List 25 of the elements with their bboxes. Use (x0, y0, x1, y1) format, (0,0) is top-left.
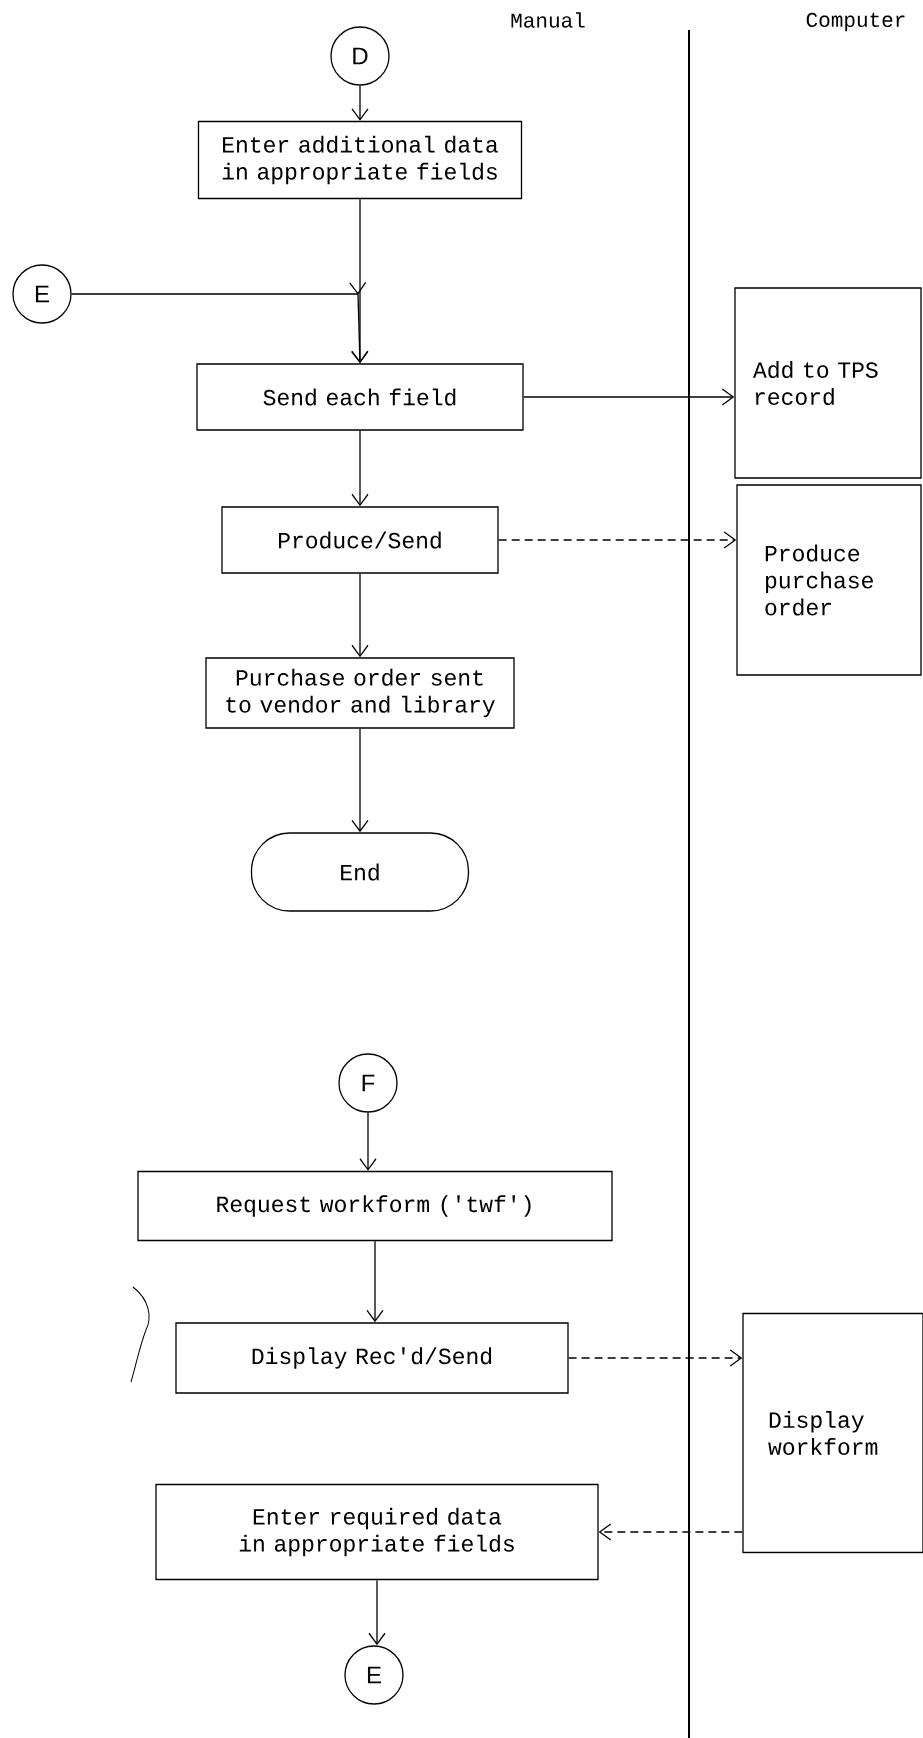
arrow (351, 85, 369, 121)
arrow (71, 281, 369, 364)
arrow (366, 1240, 384, 1323)
arrow (368, 1579, 386, 1646)
process-box: Produce/Send (221, 506, 499, 574)
arrow (498, 531, 737, 549)
process-box: Send each field (196, 363, 524, 431)
arrow (568, 1349, 743, 1367)
process-box: Request workform ('twf') (137, 1170, 613, 1242)
column-header: Computer (806, 12, 905, 32)
process-box: Purchase order sent to vendor and library (205, 657, 515, 729)
process-box: Enter additional data in appropriate fields (197, 120, 523, 200)
process-box: Display workform (742, 1312, 923, 1554)
arrow (359, 1112, 377, 1171)
arrow (523, 388, 735, 406)
process-box: Produce purchase order (736, 484, 922, 676)
terminal-box: End (250, 832, 470, 912)
process-box: Add to TPS record (734, 287, 922, 479)
process-box: Display Rec'd/Send (175, 1322, 569, 1394)
arrow (351, 728, 369, 833)
process-box: Enter required data in appropriate fields (155, 1483, 599, 1581)
arrow (351, 573, 369, 658)
column-header: Manual (511, 12, 585, 28)
arrow (351, 430, 369, 507)
arrow (598, 1523, 743, 1541)
